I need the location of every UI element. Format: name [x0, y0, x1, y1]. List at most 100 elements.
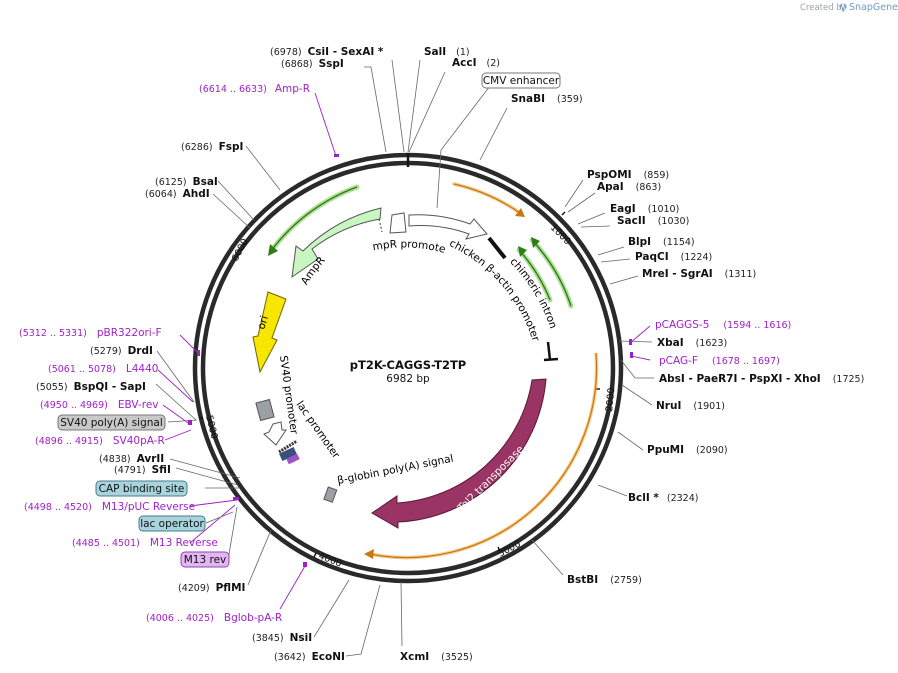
feature-lac-region	[278, 439, 338, 503]
ppumi-name: PpuMI	[647, 444, 684, 456]
svg-text:SnaBI(359): SnaBI(359)	[511, 93, 583, 105]
acci-name: AccI	[452, 57, 476, 69]
svg-text:(6868)SspI: (6868) SspI	[281, 58, 344, 70]
nsii-pos: (3845)	[252, 633, 284, 644]
svg-text:AccI(2): AccI(2)	[452, 57, 500, 69]
svg-text:(5061 .. 5078)L4440: (5061 .. 5078)L4440	[48, 363, 158, 375]
feature-tol2	[371, 378, 547, 529]
feature-intron-marker	[487, 236, 507, 260]
sfii-pos: (4791)	[114, 465, 146, 476]
bsai-name: BsaI	[193, 176, 218, 188]
svg-text:pCAG-F(1678 .. 1697): pCAG-F(1678 .. 1697)	[659, 355, 780, 367]
primer-marks	[188, 154, 633, 567]
svg-text:(4896 .. 4915)SV40pA-R: (4896 .. 4915) SV40pA-R	[35, 435, 165, 447]
bglobpar-name: Bglob-pA-R	[224, 612, 282, 624]
pcagf-range: (1678 .. 1697)	[712, 356, 780, 367]
lac-operator-box: lac operator	[138, 515, 206, 532]
svg-text:BstBI(2759): BstBI(2759)	[567, 574, 642, 586]
apai-name: ApaI	[597, 181, 624, 193]
paqci-name: PaqCI	[635, 251, 669, 263]
cap-binding-label: CAP binding site	[99, 483, 185, 495]
tick-2000: 2000	[604, 387, 617, 412]
sv40par-range: (4896 .. 4915)	[35, 436, 103, 447]
econi-pos: (3642)	[274, 652, 306, 663]
l4440-name: L4440	[126, 363, 159, 375]
xcmi-pos: (3525)	[441, 652, 473, 663]
eagi-pos: (1010)	[648, 204, 680, 215]
svg-text:PpuMI(2090): PpuMI (2090)	[647, 444, 728, 456]
svg-text:pCAGGS-5(1594 .. 1616): pCAGGS-5 (1594 .. 1616)	[655, 319, 791, 331]
eagi-name: EagI	[610, 203, 636, 215]
bsai-pos: (6125)	[155, 177, 187, 188]
svg-text:(3845)NsiI: (3845) NsiI	[252, 632, 312, 644]
blpi-pos: (1154)	[663, 237, 695, 248]
svg-text:(6978)CsiI - SexAI *: (6978)CsiI - SexAI *	[270, 46, 384, 58]
xcmi-name: XcmI	[400, 651, 429, 663]
svg-text:(6614 .. 6633)Amp-R: (6614 .. 6633)Amp-R	[199, 83, 310, 95]
svg-text:AbsI - PaeR7I - PspXI - XhoI: AbsI - PaeR7I - PspXI - XhoI(1725)	[659, 373, 864, 385]
avrii-name: AvrII	[137, 453, 165, 465]
svg-text:(6286)FspI: (6286)FspI	[181, 141, 243, 153]
svg-text:XbaI(1623): XbaI(1623)	[657, 337, 727, 349]
sali-name: SalI	[424, 46, 446, 58]
csii-pos: (6978)	[270, 47, 302, 58]
m13puc-name: M13/pUC Reverse	[102, 501, 195, 513]
sv40par-name: SV40pA-R	[113, 435, 165, 447]
svg-text:(4209)PflMI: (4209)PflMI	[178, 582, 245, 594]
ahdi-pos: (6064)	[145, 189, 177, 200]
svg-text:SacII(1030): SacII(1030)	[617, 215, 689, 227]
svg-text:(4791)SfiI: (4791)SfiI	[114, 464, 171, 476]
absi-name: AbsI	[659, 373, 685, 385]
bcli-pos: (2324)	[667, 493, 699, 504]
primer-leader-lines	[157, 92, 651, 610]
snabi-pos: (359)	[557, 94, 583, 105]
svg-text:XcmI(3525): XcmI (3525)	[400, 651, 473, 663]
ebvrev-range: (4950 .. 4969)	[40, 400, 108, 411]
svg-text:(6064)AhdI: (6064)AhdI	[145, 188, 210, 200]
sspi-name: SspI	[319, 58, 344, 70]
lac-operator-label: lac operator	[140, 518, 204, 530]
tick-marks	[199, 211, 600, 558]
sv40-polya-label: SV40 poly(A) signal	[60, 417, 163, 429]
xbai-name: XbaI	[657, 337, 684, 349]
absi-pos: (1725)	[833, 374, 865, 385]
ori-label: ori	[255, 314, 270, 331]
feature-sv40-promoter	[255, 398, 287, 446]
cap-binding-box: CAP binding site	[95, 480, 188, 497]
bspqi-name: BspQI	[74, 381, 109, 393]
svg-text:BlpI(1154): BlpI (1154)	[628, 236, 695, 248]
sacii-pos: (1030)	[658, 216, 690, 227]
cmv-enhancer-label: CMV enhancer	[483, 75, 560, 87]
svg-text:BclI *(2324): BclI * (2324)	[628, 492, 698, 504]
svg-text:(4838)AvrII: (4838) AvrII	[99, 453, 164, 465]
svg-text:(4485 .. 4501)M13 Reverse: (4485 .. 4501)M13 Reverse	[72, 537, 218, 549]
feature-ampr	[291, 207, 383, 279]
econi-name: EcoNI	[312, 651, 345, 663]
pcaggs5-name: pCAGGS-5	[655, 319, 709, 331]
avrii-pos: (4838)	[99, 454, 131, 465]
bcli-name: BclI *	[628, 492, 659, 504]
svg-text:(4498 .. 4520)M13/pUC Reverse: (4498 .. 4520)M13/pUC Reverse	[24, 501, 195, 513]
sspi-pos: (6868)	[281, 59, 313, 70]
urei-mid: - SgrAI	[669, 268, 713, 280]
svg-text:SalI(1): SalI (1)	[424, 46, 470, 58]
feature-amp-promoter-box	[389, 212, 407, 234]
m13-rev-box: M13 rev	[180, 551, 230, 568]
svg-text:EagI(1010): EagI (1010)	[610, 203, 679, 215]
pflmi-name: PflMI	[216, 582, 246, 594]
svg-text:PaqCI(1224): PaqCI(1224)	[635, 251, 712, 263]
plasmid-length: 6982 bp	[386, 373, 430, 385]
urei-name: MreI	[642, 268, 669, 280]
pbr322-range: (5312 .. 5331)	[19, 328, 87, 339]
blpi-name: BlpI	[628, 236, 651, 248]
sali-pos: (1)	[456, 47, 469, 58]
svg-text:ApaI(863): ApaI(863)	[597, 181, 661, 193]
pspomi-pos: (859)	[644, 170, 670, 181]
pcaggs5-range: (1594 .. 1616)	[723, 320, 791, 331]
feature-terminator	[543, 341, 559, 362]
ppumi-pos: (2090)	[696, 445, 728, 456]
feature-chicken-arrow	[408, 214, 488, 240]
nsii-name: NsiI	[290, 632, 313, 644]
csii-suffix: - SexAI *	[329, 46, 384, 58]
